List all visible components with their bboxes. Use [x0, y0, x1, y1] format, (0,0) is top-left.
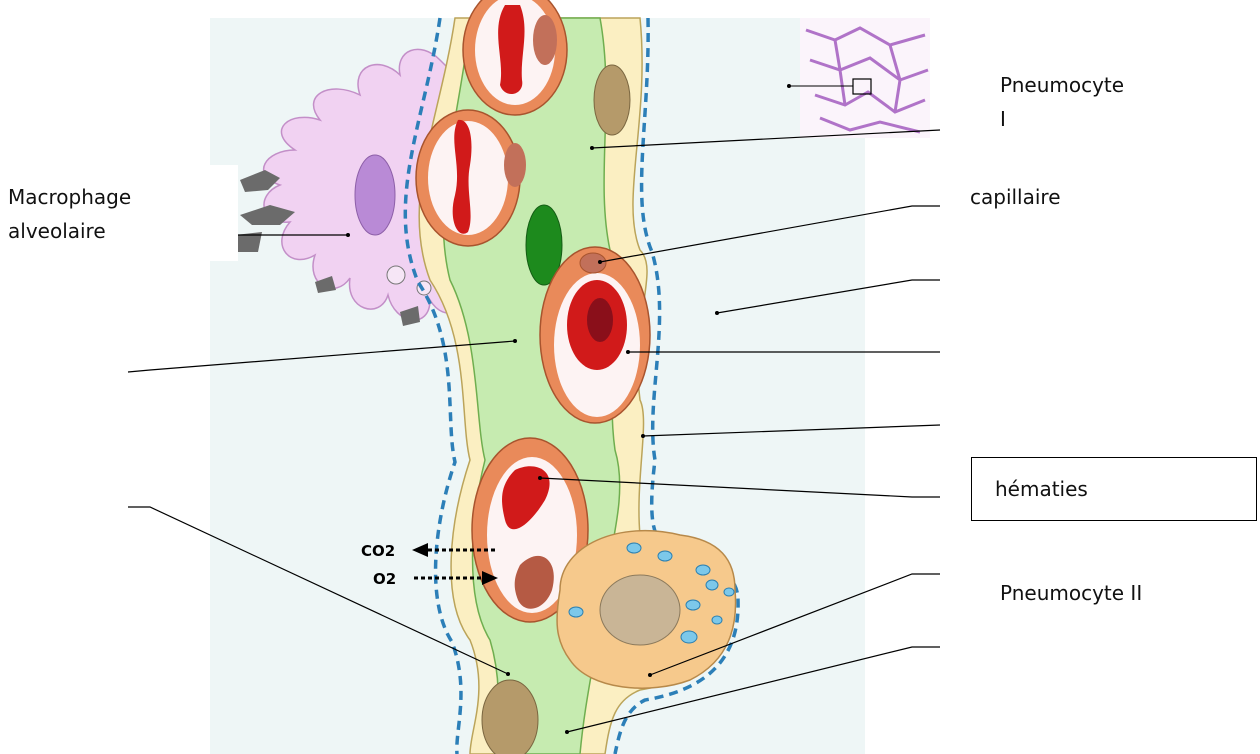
label-hematies: hématies	[995, 472, 1088, 506]
macrophage-nucleus	[355, 155, 395, 235]
capillary-3	[540, 247, 650, 423]
pneumocyte-2-cell	[557, 531, 736, 689]
hematies-box: hématies	[971, 457, 1257, 521]
o2-label: O2	[373, 570, 396, 588]
label-capillaire: capillaire	[970, 180, 1061, 214]
pneumocyte-2-nucleus	[600, 575, 680, 645]
bottom-nucleus-left	[482, 680, 538, 754]
label-macrophage: Macrophage alveolaire	[8, 180, 148, 248]
label-pneumocyte-1: Pneumocyte I	[1000, 68, 1080, 136]
histology-inset	[789, 18, 930, 138]
co2-label: CO2	[361, 542, 395, 560]
label-pneumocyte-2: Pneumocyte II	[1000, 576, 1142, 610]
pneumocyte-1-nucleus	[594, 65, 630, 135]
